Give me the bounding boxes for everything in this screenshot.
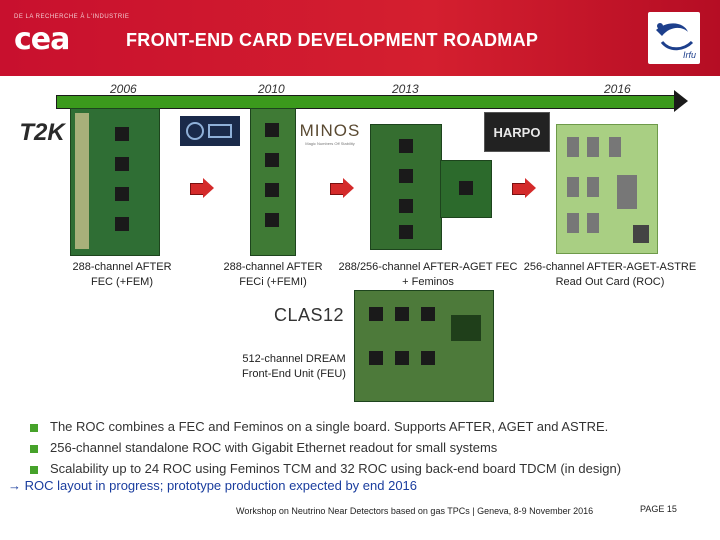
org-tagline: DE LA RECHERCHE À L'INDUSTRIE: [14, 14, 129, 20]
fem-logo-icon: [183, 119, 237, 143]
arrow-right-icon: [190, 178, 216, 198]
bullet-text: 256-channel standalone ROC with Gigabit …: [50, 440, 497, 455]
year-2010: 2010: [258, 82, 285, 96]
caption-fec: 288-channel AFTER FEC (+FEM): [64, 260, 180, 290]
caption-feminos: 288/256-channel AFTER-AGET FEC + Feminos: [338, 260, 518, 290]
year-2013: 2013: [392, 82, 419, 96]
caption-dream: 512-channel DREAM Front-End Unit (FEU): [232, 352, 356, 382]
fem-logo: [180, 116, 240, 146]
page-number: PAGE 15: [640, 504, 677, 514]
arrow-right-icon: [512, 178, 538, 198]
t2k-logo: T2K: [6, 118, 78, 148]
harpo-logo: HARPO: [484, 112, 550, 152]
caption-feci: 288-channel AFTER FECi (+FEMI): [214, 260, 332, 290]
footer-text: Workshop on Neutrino Near Detectors base…: [236, 506, 593, 516]
bullet-square-icon: [30, 424, 38, 432]
fec-feminos-board-image: [370, 124, 442, 250]
caption-roc: 256-channel AFTER-AGET-ASTRE Read Out Ca…: [522, 260, 698, 290]
conclusion-text: → ROC layout in progress; prototype prod…: [8, 478, 417, 493]
year-2006: 2006: [110, 82, 137, 96]
t2k-logo-text: T2K: [19, 119, 64, 147]
clas12-logo: CLAS12: [270, 302, 348, 328]
minos-logo: MINOS Magic Numbers Off Stability: [302, 118, 358, 148]
year-2016: 2016: [604, 82, 631, 96]
minos-logo-text: MINOS: [300, 121, 361, 141]
cea-logo: cea: [14, 22, 69, 57]
bullet-text: Scalability up to 24 ROC using Feminos T…: [50, 461, 621, 476]
bullet-square-icon: [30, 466, 38, 474]
header-bar: DE LA RECHERCHE À L'INDUSTRIE cea FRONT-…: [0, 0, 720, 76]
harpo-logo-text: HARPO: [494, 125, 541, 140]
dream-feu-board-image: [354, 290, 494, 402]
arrow-right-icon: [330, 178, 356, 198]
clas12-logo-text: CLAS12: [274, 305, 344, 326]
fec-board-image: [70, 108, 160, 256]
minos-logo-sub: Magic Numbers Off Stability: [305, 141, 355, 146]
page-title: FRONT-END CARD DEVELOPMENT ROADMAP: [126, 30, 538, 51]
feci-board-image: [250, 108, 296, 256]
timeline-bar: [56, 95, 678, 109]
feminos-board-image: [440, 160, 492, 218]
roc-board-layout-image: [556, 124, 658, 254]
timeline-arrowhead: [674, 90, 688, 112]
bullet-text: The ROC combines a FEC and Feminos on a …: [50, 419, 608, 434]
bullet-square-icon: [30, 445, 38, 453]
irfu-label: Irfu: [683, 50, 696, 60]
irfu-logo: Irfu: [648, 12, 700, 64]
